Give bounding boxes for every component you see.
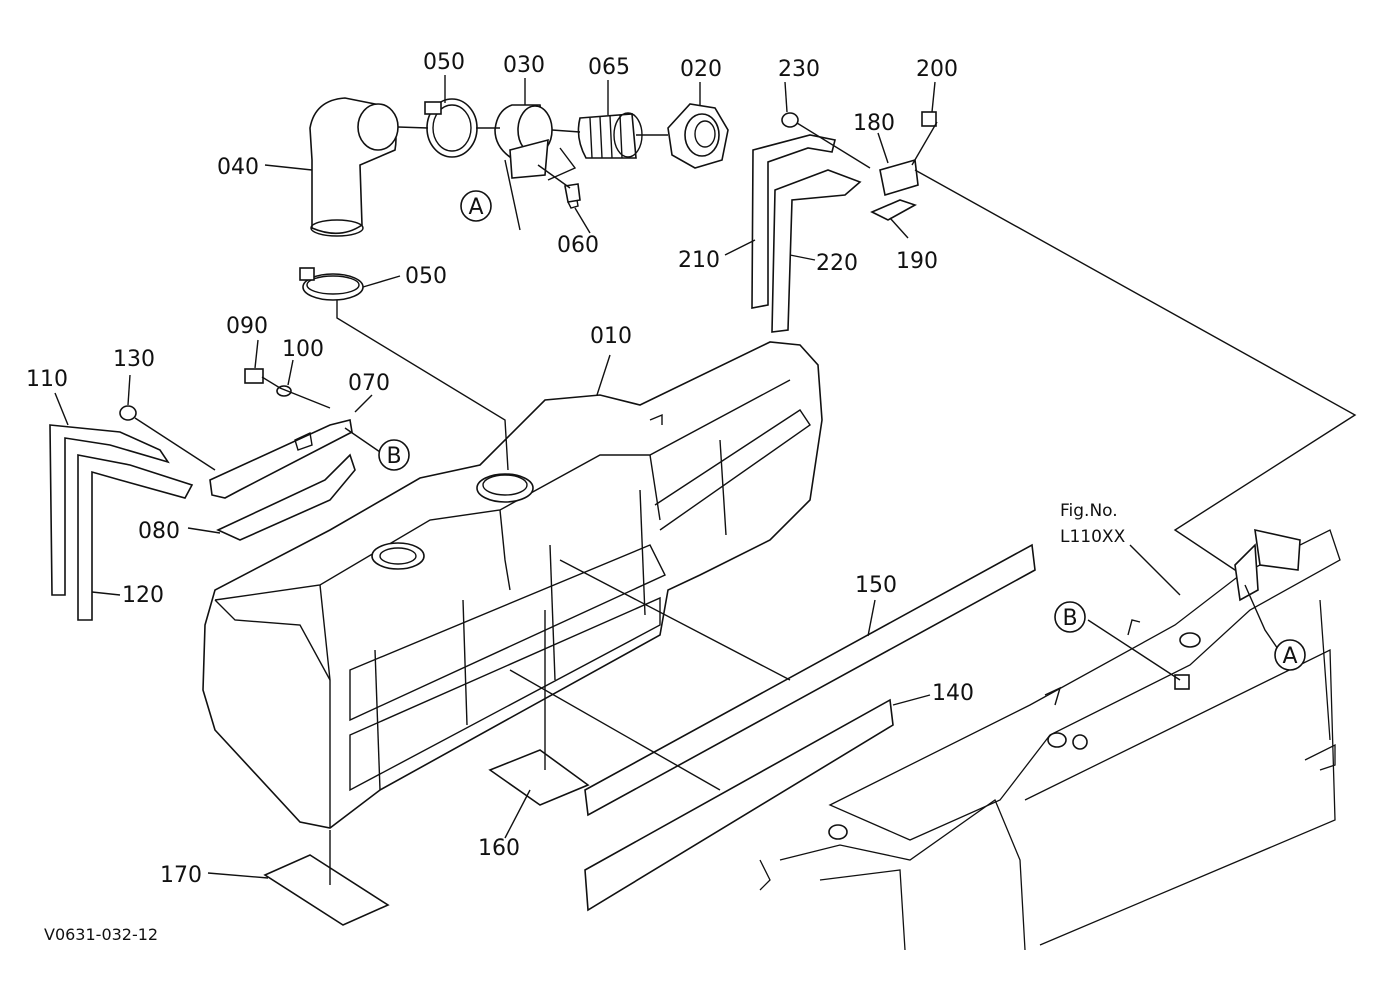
cushion-190 xyxy=(870,199,917,221)
label-120: 120 xyxy=(122,583,164,608)
nut-090 xyxy=(244,368,264,384)
label-090: 090 xyxy=(226,314,268,339)
label-190: 190 xyxy=(896,249,938,274)
tank-band-120 xyxy=(77,454,194,621)
ref-a-top-label: A xyxy=(468,195,483,220)
ref-b-frame-label: B xyxy=(1062,606,1077,631)
cushion-strip-140 xyxy=(584,698,894,912)
label-070: 070 xyxy=(348,371,390,396)
label-230: 230 xyxy=(778,57,820,82)
assembly-lines-left xyxy=(134,376,381,471)
fuel-cap xyxy=(667,103,729,169)
label-220: 220 xyxy=(816,251,858,276)
label-060: 060 xyxy=(557,233,599,258)
cushion-strip-150 xyxy=(584,543,1036,817)
figure-ref-line1: Fig.No. xyxy=(1060,501,1118,521)
bracket-070 xyxy=(209,419,353,499)
label-030: 030 xyxy=(503,53,545,78)
label-leaders xyxy=(54,75,936,879)
nut-230 xyxy=(781,112,799,128)
hose-clamp-upper xyxy=(424,98,478,158)
label-210: 210 xyxy=(678,248,720,273)
tank-band-220 xyxy=(771,169,862,333)
tractor-frame xyxy=(759,528,1341,951)
hose-clamp-lower xyxy=(299,267,364,301)
label-065: 065 xyxy=(588,55,630,80)
label-050-low: 050 xyxy=(405,264,447,289)
cushion-080 xyxy=(216,453,356,541)
label-170: 170 xyxy=(160,863,202,888)
assembly-lines-right xyxy=(796,121,1357,581)
figure-ref-line2: L110XX xyxy=(1060,527,1126,547)
ref-b-frame: B xyxy=(1054,601,1086,633)
label-150: 150 xyxy=(855,573,897,598)
ref-a-frame-label: A xyxy=(1282,644,1297,669)
cushion-pad-160 xyxy=(488,749,590,806)
label-100: 100 xyxy=(282,337,324,362)
label-110: 110 xyxy=(26,367,68,392)
label-130: 130 xyxy=(113,347,155,372)
label-080: 080 xyxy=(138,519,180,544)
assembly-lines-filler xyxy=(336,126,668,471)
label-010: 010 xyxy=(590,324,632,349)
bolt-200 xyxy=(921,111,937,127)
fuel-tank xyxy=(202,341,823,829)
ref-a-frame: A xyxy=(1274,639,1306,671)
ref-b-bracket: B xyxy=(378,439,410,471)
frame-leader-lines xyxy=(1087,544,1281,681)
strainer xyxy=(577,112,643,159)
label-020: 020 xyxy=(680,57,722,82)
label-050-top: 050 xyxy=(423,50,465,75)
part-labels: 010 020 030 040 050 050 060 065 070 080 … xyxy=(26,50,974,888)
bolt-060 xyxy=(564,183,581,209)
label-140: 140 xyxy=(932,681,974,706)
figure-reference: Fig.No. L110XX xyxy=(1060,501,1126,547)
label-160: 160 xyxy=(478,836,520,861)
assembly-lines-lower xyxy=(329,559,791,885)
ref-b-bracket-label: B xyxy=(386,444,401,469)
drawing-code: V0631-032-12 xyxy=(44,925,158,944)
filler-neck-pipe xyxy=(494,104,553,179)
label-180: 180 xyxy=(853,111,895,136)
ref-a-top: A xyxy=(460,190,492,222)
cushion-pad-170 xyxy=(263,854,390,926)
tank-band-210 xyxy=(751,134,836,309)
label-200: 200 xyxy=(916,57,958,82)
bracket-180 xyxy=(879,158,919,197)
filler-pipe-elbow xyxy=(309,97,399,237)
label-040: 040 xyxy=(217,155,259,180)
nut-130 xyxy=(119,405,137,421)
tank-band-110 xyxy=(49,424,170,596)
